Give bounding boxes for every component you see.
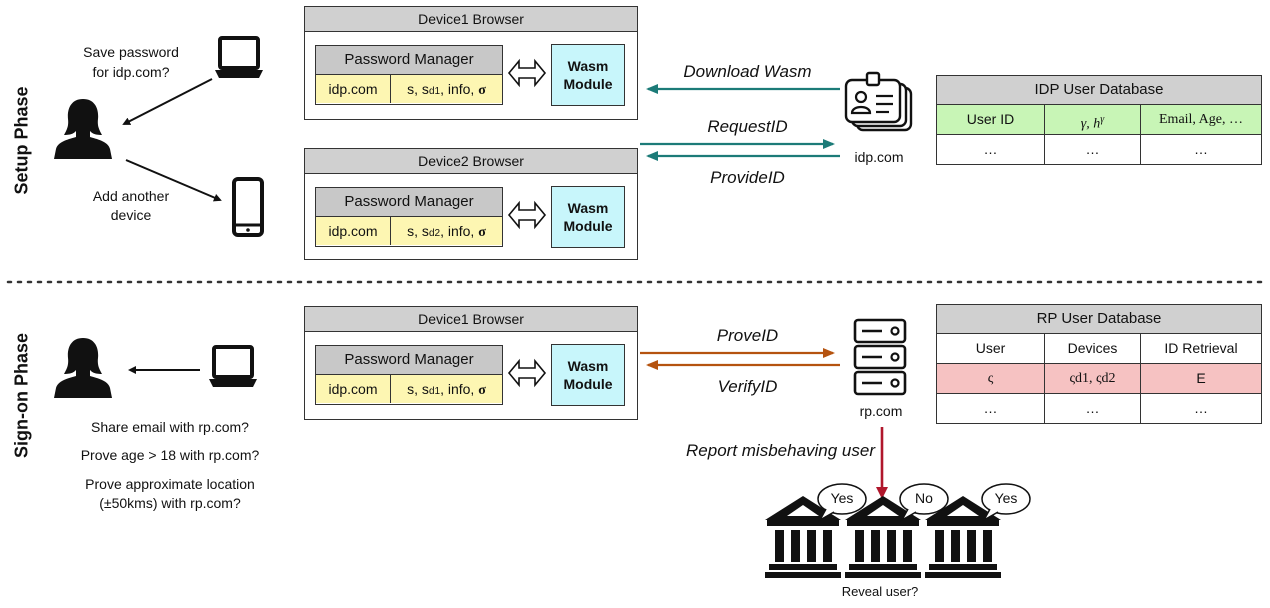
stored-secret: s, sd1, info, σ [391,375,502,403]
report-misbehaving-label: Report misbehaving user [686,441,875,460]
person-silhouette-icon [54,99,112,159]
idp-user-database: IDP User Database User ID γ, hγ Email, A… [936,75,1262,165]
rp-server-label: rp.com [859,403,903,419]
table-header-cell: User ID [937,105,1045,134]
rp-db-title: RP User Database [937,305,1261,334]
prove-location-prompt-line2: (±50kms) with rp.com? [99,495,241,511]
save-password-prompt-line2: for idp.com? [92,64,170,80]
password-manager-title: Password Manager [316,188,502,217]
browser-title: Device1 Browser [305,7,637,32]
stored-secret: s, sd1, info, σ [391,75,502,103]
table-row: ς ςd1, ςd2 E [937,364,1261,394]
id-card-icon [844,71,913,132]
provide-id-label: ProvideID [710,168,785,187]
prove-location-prompt-line1: Prove approximate location [85,476,255,492]
password-manager: Password Manager idp.com s, sd2, info, σ [315,187,503,247]
browser-title: Device1 Browser [305,307,637,332]
table-cell: … [937,394,1045,423]
table-row: User ID γ, hγ Email, Age, … [937,105,1261,135]
server-icon [853,318,907,396]
speech-bubble-icon [899,483,949,522]
stored-domain: idp.com [316,75,391,103]
add-device-prompt-line2: device [110,207,152,223]
idp-db-title: IDP User Database [937,76,1261,105]
speech-bubble-icon [981,483,1031,522]
signon-user-arrow [128,366,200,374]
setup-user-arrows [122,78,222,202]
vote-yes-1: Yes [830,490,854,506]
table-cell: ςd1, ςd2 [1045,364,1141,393]
stored-domain: idp.com [316,217,391,245]
double-arrow-icon [507,200,547,230]
table-header-cell: γ, hγ [1045,105,1141,134]
device2-browser-setup: Device2 Browser Password Manager idp.com… [304,148,638,260]
double-arrow-icon [507,58,547,88]
download-wasm-label: Download Wasm [683,62,812,81]
table-cell: E [1196,370,1206,386]
phone-icon [232,177,264,237]
person-silhouette-icon [54,338,112,398]
prove-age-prompt: Prove age > 18 with rp.com? [80,447,260,463]
stored-secret: s, sd2, info, σ [391,217,502,245]
request-id-label: RequestID [707,117,788,136]
verify-id-label: VerifyID [717,377,778,396]
table-row: … … … [937,394,1261,423]
device1-browser-setup: Device1 Browser Password Manager idp.com… [304,6,638,120]
password-manager-title: Password Manager [316,346,502,375]
table-cell: … [1194,141,1208,157]
table-cell: … [937,135,1045,164]
double-arrow-icon [507,358,547,388]
table-header-cell: Email, Age, … [1159,112,1243,127]
table-cell: … [1194,400,1208,416]
table-header-cell: Devices [1045,334,1141,363]
laptop-icon [215,36,263,78]
setup-message-arrows [640,84,840,161]
table-header-cell: User [937,334,1045,363]
laptop-icon [209,345,257,387]
vote-yes-2: Yes [994,490,1018,506]
add-device-prompt-line1: Add another [92,188,170,204]
table-cell: … [1045,135,1141,164]
table-cell: … [1045,394,1141,423]
password-manager-title: Password Manager [316,46,502,75]
rp-user-database: RP User Database User Devices ID Retriev… [936,304,1262,424]
idp-server-label: idp.com [854,149,904,165]
password-manager: Password Manager idp.com s, sd1, info, σ [315,45,503,105]
table-cell: ς [937,364,1045,393]
prove-id-label: ProveID [716,326,779,345]
speech-bubble-icon [817,483,867,522]
table-row: … … … [937,135,1261,164]
share-email-prompt: Share email with rp.com? [91,419,249,435]
table-header-cell: ID Retrieval [1164,340,1238,356]
save-password-prompt-line1: Save password [83,44,179,60]
reveal-user-caption: Reveal user? [841,584,919,599]
table-row: User Devices ID Retrieval [937,334,1261,364]
browser-title: Device2 Browser [305,149,637,174]
vote-no: No [915,490,933,506]
device1-browser-signon: Device1 Browser Password Manager idp.com… [304,306,638,420]
password-manager: Password Manager idp.com s, sd1, info, σ [315,345,503,405]
stored-domain: idp.com [316,375,391,403]
